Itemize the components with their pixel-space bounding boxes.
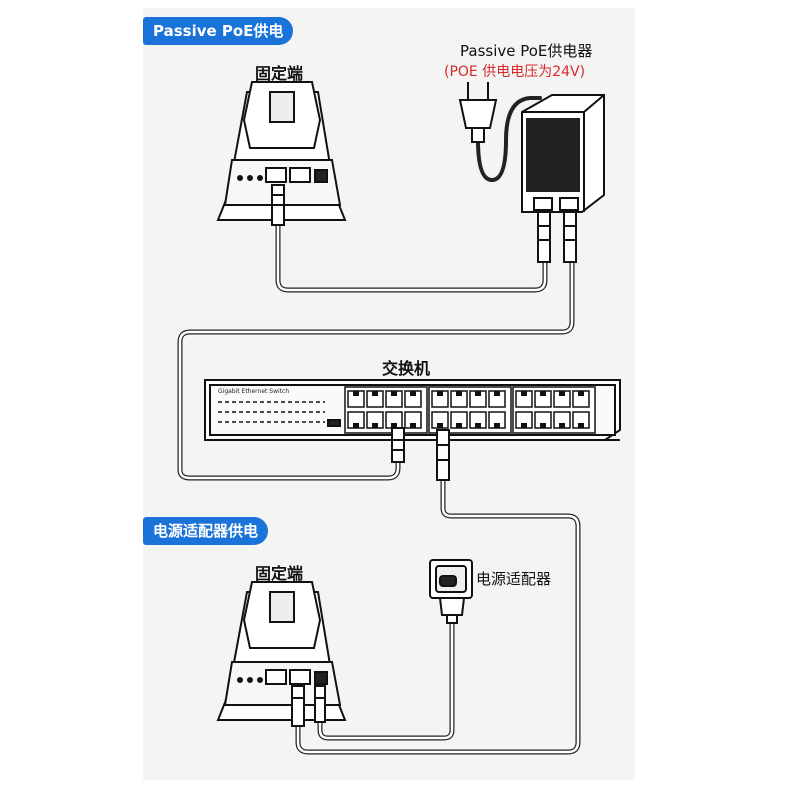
switch-port-notch [353, 423, 359, 428]
switch-port-notch [475, 423, 481, 428]
bottom-device-dc-port [314, 671, 328, 685]
top-fixed-end-device [216, 81, 347, 226]
label-adapter-title: 电源适配器 [476, 570, 552, 588]
switch-port-notch [437, 391, 443, 396]
switch-port-notch [521, 423, 527, 428]
cable-plug-to-injector [476, 96, 542, 182]
top-device-lan-port-2 [289, 167, 311, 183]
cable-injector-to-switch [177, 259, 575, 481]
switch-port-notch [410, 423, 416, 428]
label-injector-title: Passive PoE供电器 [460, 42, 593, 60]
switch-port-notch [521, 391, 527, 396]
switch-brand-text: Gigabit Ethernet Switch [218, 388, 290, 395]
switch-port-notch [494, 423, 500, 428]
switch-port-notch [437, 423, 443, 428]
label-fixed-end-bottom: 固定端 [255, 564, 304, 583]
label-fixed-end-top: 固定端 [255, 64, 304, 83]
wall-adapter [429, 559, 473, 624]
poe-injector [521, 94, 605, 263]
cables [177, 96, 581, 755]
switch-port-notch [353, 391, 359, 396]
top-device-lan-port-1 [265, 167, 287, 183]
switch-port-notch [372, 423, 378, 428]
switch-port-notch [540, 423, 546, 428]
switch-port-grid [344, 386, 596, 434]
switch-port-notch [475, 391, 481, 396]
label-injector-note: (POE 供电电压为24V) [444, 64, 586, 80]
switch-port-notch [410, 391, 416, 396]
cable-top-device-to-injector [275, 222, 548, 293]
switch-port-notch [456, 423, 462, 428]
label-switch-title: 交换机 [382, 359, 431, 378]
bottom-fixed-end-device [216, 581, 347, 727]
section-badge-adapter: 电源适配器供电 [143, 517, 269, 545]
switch-port-notch [559, 391, 565, 396]
switch-port-notch [456, 391, 462, 396]
switch-device [204, 379, 621, 441]
switch-port-notch [578, 391, 584, 396]
switch-connectors [391, 427, 450, 481]
injector-port-lan [559, 197, 579, 211]
top-device-dc-port [314, 169, 328, 183]
switch-port-notch [391, 423, 397, 428]
bottom-device-lan-port-1 [265, 669, 287, 685]
section-badge-passive-poe: Passive PoE供电 [143, 17, 294, 45]
switch-port-notch [540, 391, 546, 396]
switch-port-notch [372, 391, 378, 396]
switch-port-notch [494, 391, 500, 396]
switch-port-notch [578, 423, 584, 428]
injector-port-poe [533, 197, 553, 211]
power-plug [458, 82, 498, 143]
switch-port-notch [391, 391, 397, 396]
bottom-device-lan-port-2 [289, 669, 311, 685]
switch-port-notch [559, 423, 565, 428]
